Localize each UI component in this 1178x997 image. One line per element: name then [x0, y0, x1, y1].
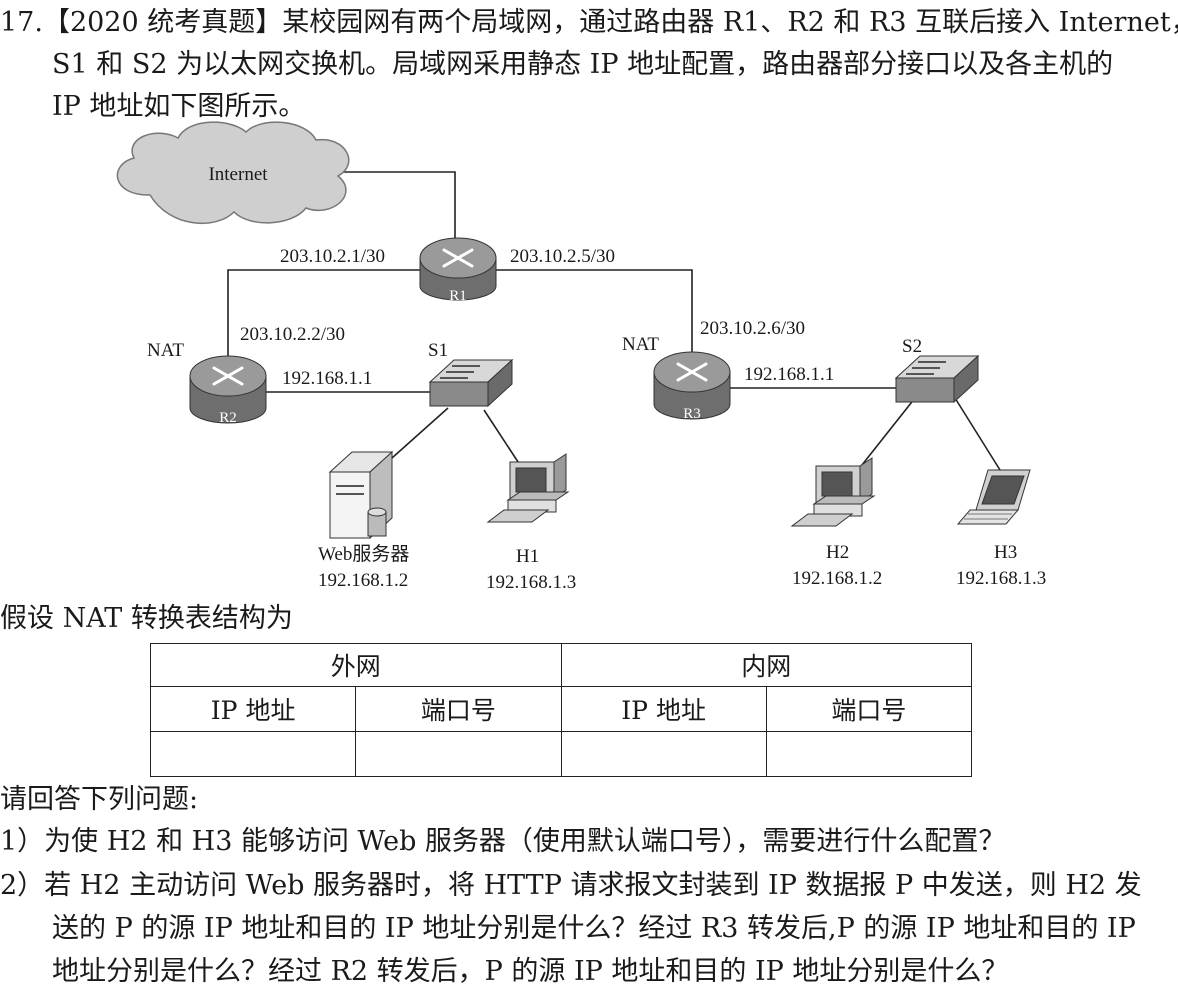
desktop-h2-icon: [790, 457, 876, 527]
question-line-3: IP 地址如下图所示。: [52, 91, 306, 122]
laptop-h3-icon: [956, 469, 1031, 525]
question-2-line-3: 地址分别是什么？经过 R2 转发后，P 的源 IP 地址和目的 IP 地址分别是…: [52, 956, 1009, 987]
r2-nat-tag: NAT: [147, 340, 184, 361]
question-1: 1）为使 H2 和 H3 能够访问 Web 服务器（使用默认端口号），需要进行什…: [0, 826, 1006, 857]
nat-outer-header: 外网: [150, 643, 562, 687]
h2-ip: 192.168.1.2: [792, 568, 882, 589]
question-2-line-1: 2）若 H2 主动访问 Web 服务器时，将 HTTP 请求报文封装到 IP 数…: [0, 870, 1142, 901]
link-s1-web: [391, 407, 449, 459]
link-r1-r2: [227, 269, 430, 360]
network-links: [227, 171, 1001, 471]
nat-empty-cell: [765, 731, 973, 777]
h2-name: H2: [826, 542, 849, 563]
link-s1-h1: [483, 409, 523, 469]
internet-label: Internet: [208, 164, 268, 185]
link-s2-h2: [857, 397, 916, 471]
internet-cloud-icon: Internet: [116, 121, 350, 224]
s1-label: S1: [428, 340, 448, 361]
h1-ip: 192.168.1.3: [486, 572, 576, 593]
r2-wan-ip: 203.10.2.2/30: [240, 324, 345, 345]
link-internet-r1: [330, 171, 456, 240]
question-line-1: 17.【2020 统考真题】某校园网有两个局域网，通过路由器 R1、R2 和 R…: [0, 7, 1178, 38]
web-server-ip: 192.168.1.2: [318, 570, 408, 591]
nat-empty-cell: [149, 731, 357, 777]
r2-lan-ip: 192.168.1.1: [282, 368, 372, 389]
r3-label: R3: [683, 406, 701, 422]
r3-lan-ip: 192.168.1.1: [744, 364, 834, 385]
h1-name: H1: [516, 546, 539, 567]
s2-label: S2: [902, 336, 922, 357]
r1-label: R1: [449, 288, 467, 304]
r2-label: R2: [219, 410, 237, 426]
r3-nat-tag: NAT: [622, 334, 659, 355]
web-server-name: Web服务器: [318, 543, 409, 565]
router-r2-icon: R2: [189, 355, 267, 426]
nat-inner-header: 内网: [560, 643, 972, 687]
router-r1-icon: R1: [419, 237, 497, 304]
h3-ip: 192.168.1.3: [956, 568, 1046, 589]
nat-table: 外网 内网 IP 地址 端口号 IP 地址 端口号: [149, 643, 973, 777]
link-r1-r3: [490, 269, 693, 360]
nat-outer-port-header: 端口号: [355, 686, 562, 732]
link-s2-h3: [954, 397, 1001, 471]
switch-s1-icon: [428, 358, 514, 408]
question-line-2: S1 和 S2 为以太网交换机。局域网采用静态 IP 地址配置，路由器部分接口以…: [52, 49, 1114, 80]
r1-left-ip: 203.10.2.1/30: [280, 246, 385, 267]
desktop-h1-icon: [486, 453, 570, 523]
network-diagram: Internet R1 203.10.2.1/30 203.10.2.5/30 …: [116, 121, 1046, 593]
nat-inner-port-header: 端口号: [765, 686, 973, 732]
server-icon: [328, 450, 394, 540]
switch-s2-icon: [894, 354, 980, 404]
router-r3-icon: R3: [653, 351, 731, 422]
nat-inner-ip-header: IP 地址: [560, 686, 767, 732]
nat-outer-ip-header: IP 地址: [149, 686, 357, 732]
h3-name: H3: [994, 542, 1017, 563]
questions-prompt: 请回答下列问题:: [0, 784, 199, 815]
nat-empty-cell: [560, 731, 767, 777]
nat-empty-cell: [355, 731, 562, 777]
question-2-line-2: 送的 P 的源 IP 地址和目的 IP 地址分别是什么？经过 R3 转发后,P …: [52, 913, 1136, 944]
r1-right-ip: 203.10.2.5/30: [510, 246, 615, 267]
r3-wan-ip: 203.10.2.6/30: [700, 318, 805, 339]
nat-intro: 假设 NAT 转换表结构为: [0, 603, 293, 634]
